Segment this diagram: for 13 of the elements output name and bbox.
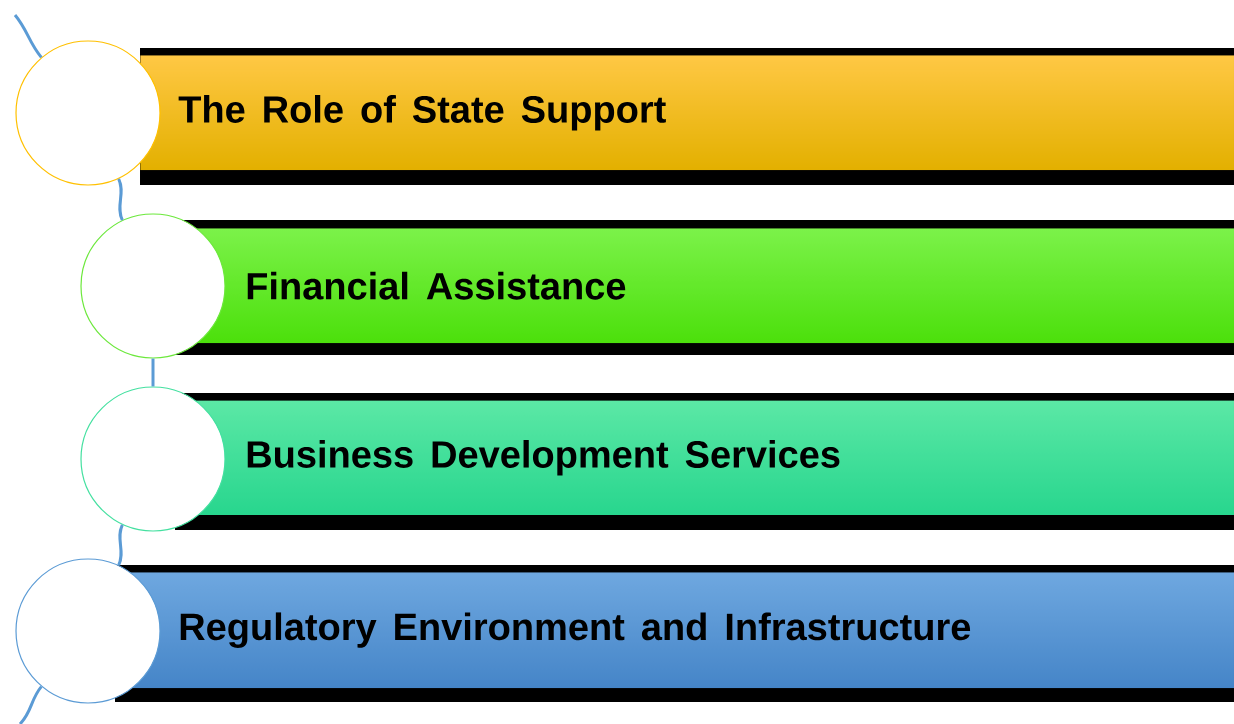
arc-line xyxy=(151,358,155,387)
circle xyxy=(15,40,161,186)
circle xyxy=(15,558,161,704)
arc-line xyxy=(117,524,124,566)
bar: Regulatory Environment and Infrastructure xyxy=(115,565,1234,702)
bar: Financial Assistance xyxy=(175,220,1234,355)
bar: Business Development Services xyxy=(175,393,1234,530)
circle xyxy=(80,213,226,359)
bar: The Role of State Support xyxy=(140,48,1234,185)
arc-line xyxy=(18,685,43,724)
arc-line xyxy=(117,178,124,221)
circle xyxy=(80,386,226,532)
arc-line xyxy=(13,14,43,59)
